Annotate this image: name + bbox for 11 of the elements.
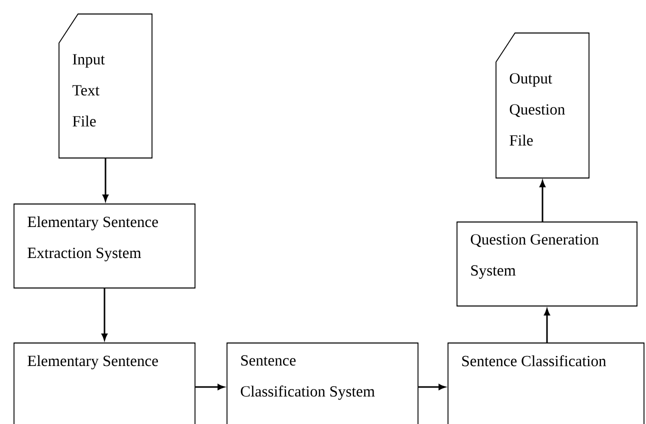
- process-box: Question Generation System: [456, 222, 638, 306]
- process-box: Elementary Sentence Extraction System: [14, 204, 196, 288]
- process-box: Elementary Sentence: [14, 342, 196, 424]
- arrow: [544, 308, 550, 343]
- process-box: Sentence Classification: [448, 342, 644, 424]
- arrow: [102, 288, 108, 340]
- process-box: Sentence Classification System: [226, 342, 418, 424]
- arrow: [540, 180, 546, 222]
- arrow: [102, 158, 108, 202]
- arrow: [195, 384, 224, 390]
- arrow: [418, 384, 446, 390]
